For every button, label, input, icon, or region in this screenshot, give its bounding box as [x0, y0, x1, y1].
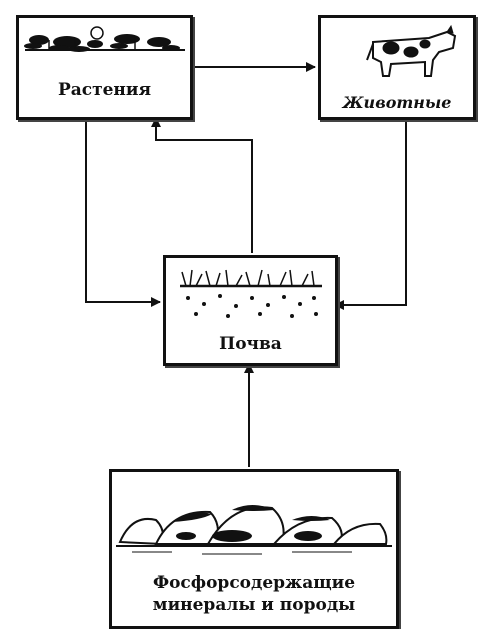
node-minerals: Фосфорсодержащие минералы и породы: [109, 469, 399, 629]
rocks-illustration-icon: [112, 472, 396, 567]
node-plants: Растения: [16, 15, 193, 120]
node-soil-label: Почва: [166, 334, 335, 354]
node-plants-label: Растения: [19, 80, 190, 100]
edge-soil-to-plants: [156, 118, 252, 253]
node-animals: Животные: [318, 15, 476, 120]
node-minerals-label-line2: минералы и породы: [112, 594, 396, 616]
edge-animals-to-soil: [335, 117, 406, 305]
node-animals-label: Животные: [321, 93, 473, 112]
soil-illustration-icon: [166, 258, 335, 328]
edge-plants-to-soil: [86, 117, 160, 302]
node-minerals-label-line1: Фосфорсодержащие: [112, 572, 396, 594]
node-soil: Почва: [163, 255, 338, 366]
node-minerals-label: Фосфорсодержащие минералы и породы: [112, 572, 396, 616]
cow-icon: [321, 18, 473, 88]
plants-illustration-icon: [19, 18, 190, 78]
